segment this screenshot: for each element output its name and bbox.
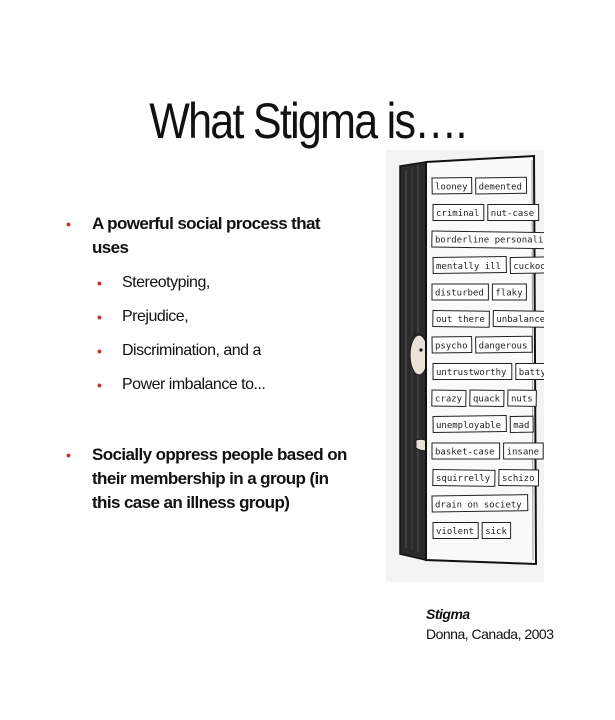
bullet-item: Socially oppress people based on their m…: [66, 443, 356, 515]
bullet-item: A powerful social process that uses: [66, 212, 356, 260]
label-text: mentally ill: [436, 262, 501, 272]
label-box: [491, 283, 527, 301]
label-box: [498, 468, 540, 487]
label-box: [431, 389, 467, 407]
label-text: cuckoo: [513, 262, 544, 272]
label-text: sick: [485, 527, 507, 537]
label-text: nuts: [511, 395, 533, 405]
label-text: untrustworthy: [436, 368, 507, 378]
label-box: [431, 494, 529, 513]
label-text: mad: [513, 421, 529, 431]
label-box: [503, 442, 544, 460]
label-text: looney: [435, 183, 468, 193]
caption-title: Stigma: [426, 606, 470, 622]
label-box: [432, 255, 507, 275]
label-text: borderline personality: [435, 236, 544, 246]
label-text: unbalanced: [496, 315, 544, 325]
label-box: [432, 468, 496, 487]
stigma-door-drawing: looney demented criminal nut-case borderline…: [399, 154, 562, 566]
label-box: [475, 335, 533, 354]
stigma-illustration: looney demented criminal nut-case borderline…: [386, 150, 562, 582]
sub-bullet-item: Discrimination, and a: [66, 339, 356, 363]
label-box: [507, 389, 537, 407]
label-box: [432, 414, 507, 434]
label-box: [481, 522, 512, 539]
sub-bullet-item: Prejudice,: [66, 305, 356, 329]
label-box: [431, 442, 501, 460]
label-text: squirrelly: [436, 474, 491, 484]
sub-bullet-item: Stereotyping,: [66, 271, 356, 295]
sub-bullet-item: Power imbalance to...: [66, 373, 356, 397]
label-text: schizo: [502, 474, 535, 484]
label-text: insane: [507, 448, 540, 458]
label-box: [509, 415, 534, 434]
label-box: [475, 176, 528, 195]
label-box: [469, 389, 505, 407]
label-box: [432, 204, 485, 221]
label-text: psycho: [435, 342, 468, 352]
label-box: [431, 283, 489, 301]
label-text: batty: [519, 368, 544, 378]
label-text: drain on society: [435, 501, 522, 511]
label-text: basket-case: [435, 448, 495, 458]
label-box: [487, 204, 540, 221]
slide-title: What Stigma is….: [149, 93, 467, 149]
label-text: out there: [436, 315, 485, 325]
caption-credit: Donna, Canada, 2003: [426, 626, 554, 642]
label-text: quack: [473, 395, 501, 405]
bullet-list: A powerful social process that uses Ster…: [66, 212, 356, 515]
label-text: violent: [436, 527, 474, 537]
label-text: disturbed: [435, 289, 484, 299]
label-box: [432, 309, 490, 328]
label-text: unemployable: [436, 421, 501, 431]
label-text: nut-case: [491, 209, 534, 219]
label-box: [431, 335, 473, 354]
label-text: flaky: [495, 289, 523, 299]
label-text: dangerous: [479, 342, 528, 352]
image-caption: Stigma Donna, Canada, 2003: [426, 604, 554, 644]
label-box: [432, 363, 513, 380]
label-text: criminal: [436, 209, 479, 219]
label-box: [432, 522, 479, 539]
label-box: [431, 176, 473, 195]
label-text: crazy: [435, 395, 463, 405]
label-text: demented: [479, 183, 522, 193]
